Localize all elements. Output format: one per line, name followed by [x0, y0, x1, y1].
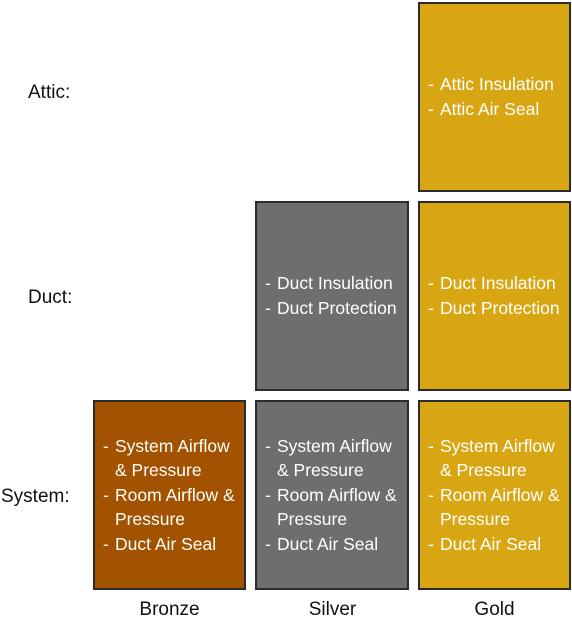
tile-gold-attic: -Attic Insulation -Attic Air Seal: [418, 2, 571, 192]
bullet-dash: -: [265, 435, 271, 456]
tile-bronze-system-list: -System Airflow & Pressure -Room Airflow…: [103, 434, 238, 557]
bullet-dash: -: [103, 533, 109, 554]
bullet-dash: -: [103, 484, 109, 505]
bullet-dash: -: [428, 435, 434, 456]
list-item-text: System Airflow & Pressure: [440, 435, 555, 481]
list-item: -Duct Air Seal: [265, 532, 401, 557]
bullet-dash: -: [103, 435, 109, 456]
list-item-text: Attic Insulation: [440, 74, 554, 95]
row-label-duct: Duct:: [28, 287, 73, 308]
tile-bronze-system: -System Airflow & Pressure -Room Airflow…: [93, 400, 246, 590]
bullet-dash: -: [265, 298, 271, 318]
list-item-text: System Airflow & Pressure: [277, 435, 392, 481]
list-item-text: Duct Air Seal: [277, 533, 379, 554]
list-item: -Attic Air Seal: [428, 97, 563, 122]
bullet-dash: -: [428, 74, 434, 95]
tile-silver-system-list: -System Airflow & Pressure -Room Airflow…: [265, 434, 401, 557]
bullet-dash: -: [428, 298, 434, 318]
bullet-dash: -: [265, 484, 271, 505]
bullet-dash: -: [428, 533, 434, 554]
tile-gold-duct: -Duct Insulation -Duct Protection: [418, 201, 571, 391]
list-item-text: Room Airflow & Pressure: [440, 484, 560, 530]
list-item-text: Room Airflow & Pressure: [277, 484, 397, 530]
list-item-text: Room Airflow & Pressure: [115, 484, 235, 530]
list-item: -Room Airflow & Pressure: [428, 483, 563, 532]
column-label-bronze: Bronze: [139, 599, 200, 620]
list-item-text: Attic Air Seal: [440, 99, 540, 119]
bullet-dash: -: [428, 273, 434, 294]
list-item: -Duct Protection: [428, 296, 563, 321]
bullet-dash: -: [265, 273, 271, 294]
list-item-text: Duct Insulation: [440, 273, 556, 294]
bullet-dash: -: [428, 99, 434, 119]
row-label-system: System:: [1, 486, 70, 507]
bullet-dash: -: [265, 533, 271, 554]
bullet-dash: -: [428, 484, 434, 505]
list-item: -Room Airflow & Pressure: [265, 483, 401, 532]
list-item-text: Duct Air Seal: [440, 533, 542, 554]
list-item-text: Duct Insulation: [277, 273, 393, 294]
tile-silver-system: -System Airflow & Pressure -Room Airflow…: [255, 400, 409, 590]
tile-silver-duct-list: -Duct Insulation -Duct Protection: [265, 271, 401, 320]
list-item: -Room Airflow & Pressure: [103, 483, 238, 532]
list-item: -System Airflow & Pressure: [103, 434, 238, 483]
tile-gold-system: -System Airflow & Pressure -Room Airflow…: [418, 400, 571, 590]
list-item-text: System Airflow & Pressure: [115, 435, 230, 481]
tile-gold-duct-list: -Duct Insulation -Duct Protection: [428, 271, 563, 320]
tile-gold-attic-list: -Attic Insulation -Attic Air Seal: [428, 72, 563, 121]
list-item: -Duct Insulation: [265, 271, 401, 296]
list-item: -Duct Insulation: [428, 271, 563, 296]
list-item-text: Duct Air Seal: [115, 533, 217, 554]
column-label-silver: Silver: [308, 599, 357, 620]
list-item: -Attic Insulation: [428, 72, 563, 97]
list-item: -System Airflow & Pressure: [265, 434, 401, 483]
tile-gold-system-list: -System Airflow & Pressure -Room Airflow…: [428, 434, 563, 557]
list-item: -Duct Air Seal: [428, 532, 563, 557]
list-item: -Duct Air Seal: [103, 532, 238, 557]
list-item: -System Airflow & Pressure: [428, 434, 563, 483]
list-item-text: Duct Protection: [440, 298, 560, 318]
column-label-gold: Gold: [474, 599, 515, 620]
row-label-attic: Attic:: [28, 82, 71, 103]
tile-silver-duct: -Duct Insulation -Duct Protection: [255, 201, 409, 391]
list-item: -Duct Protection: [265, 296, 401, 321]
list-item-text: Duct Protection: [277, 298, 397, 318]
